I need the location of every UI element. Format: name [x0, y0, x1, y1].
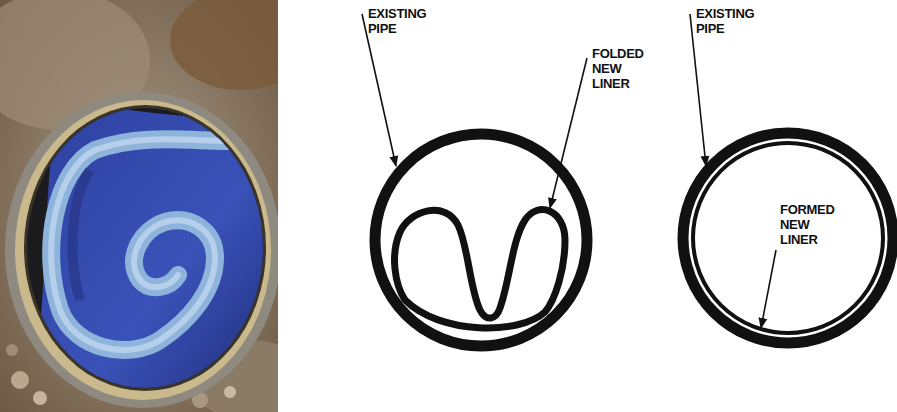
folded-liner-section: [362, 14, 587, 346]
liner-photo: [0, 0, 278, 412]
callout-label: EXISTING PIPE: [696, 6, 768, 36]
callout-label: EXISTING PIPE: [368, 6, 440, 36]
callout-label: FORMED NEW LINER: [780, 202, 846, 247]
callout-label: FOLDED NEW LINER: [592, 46, 654, 91]
formed-liner-section: [683, 14, 893, 343]
